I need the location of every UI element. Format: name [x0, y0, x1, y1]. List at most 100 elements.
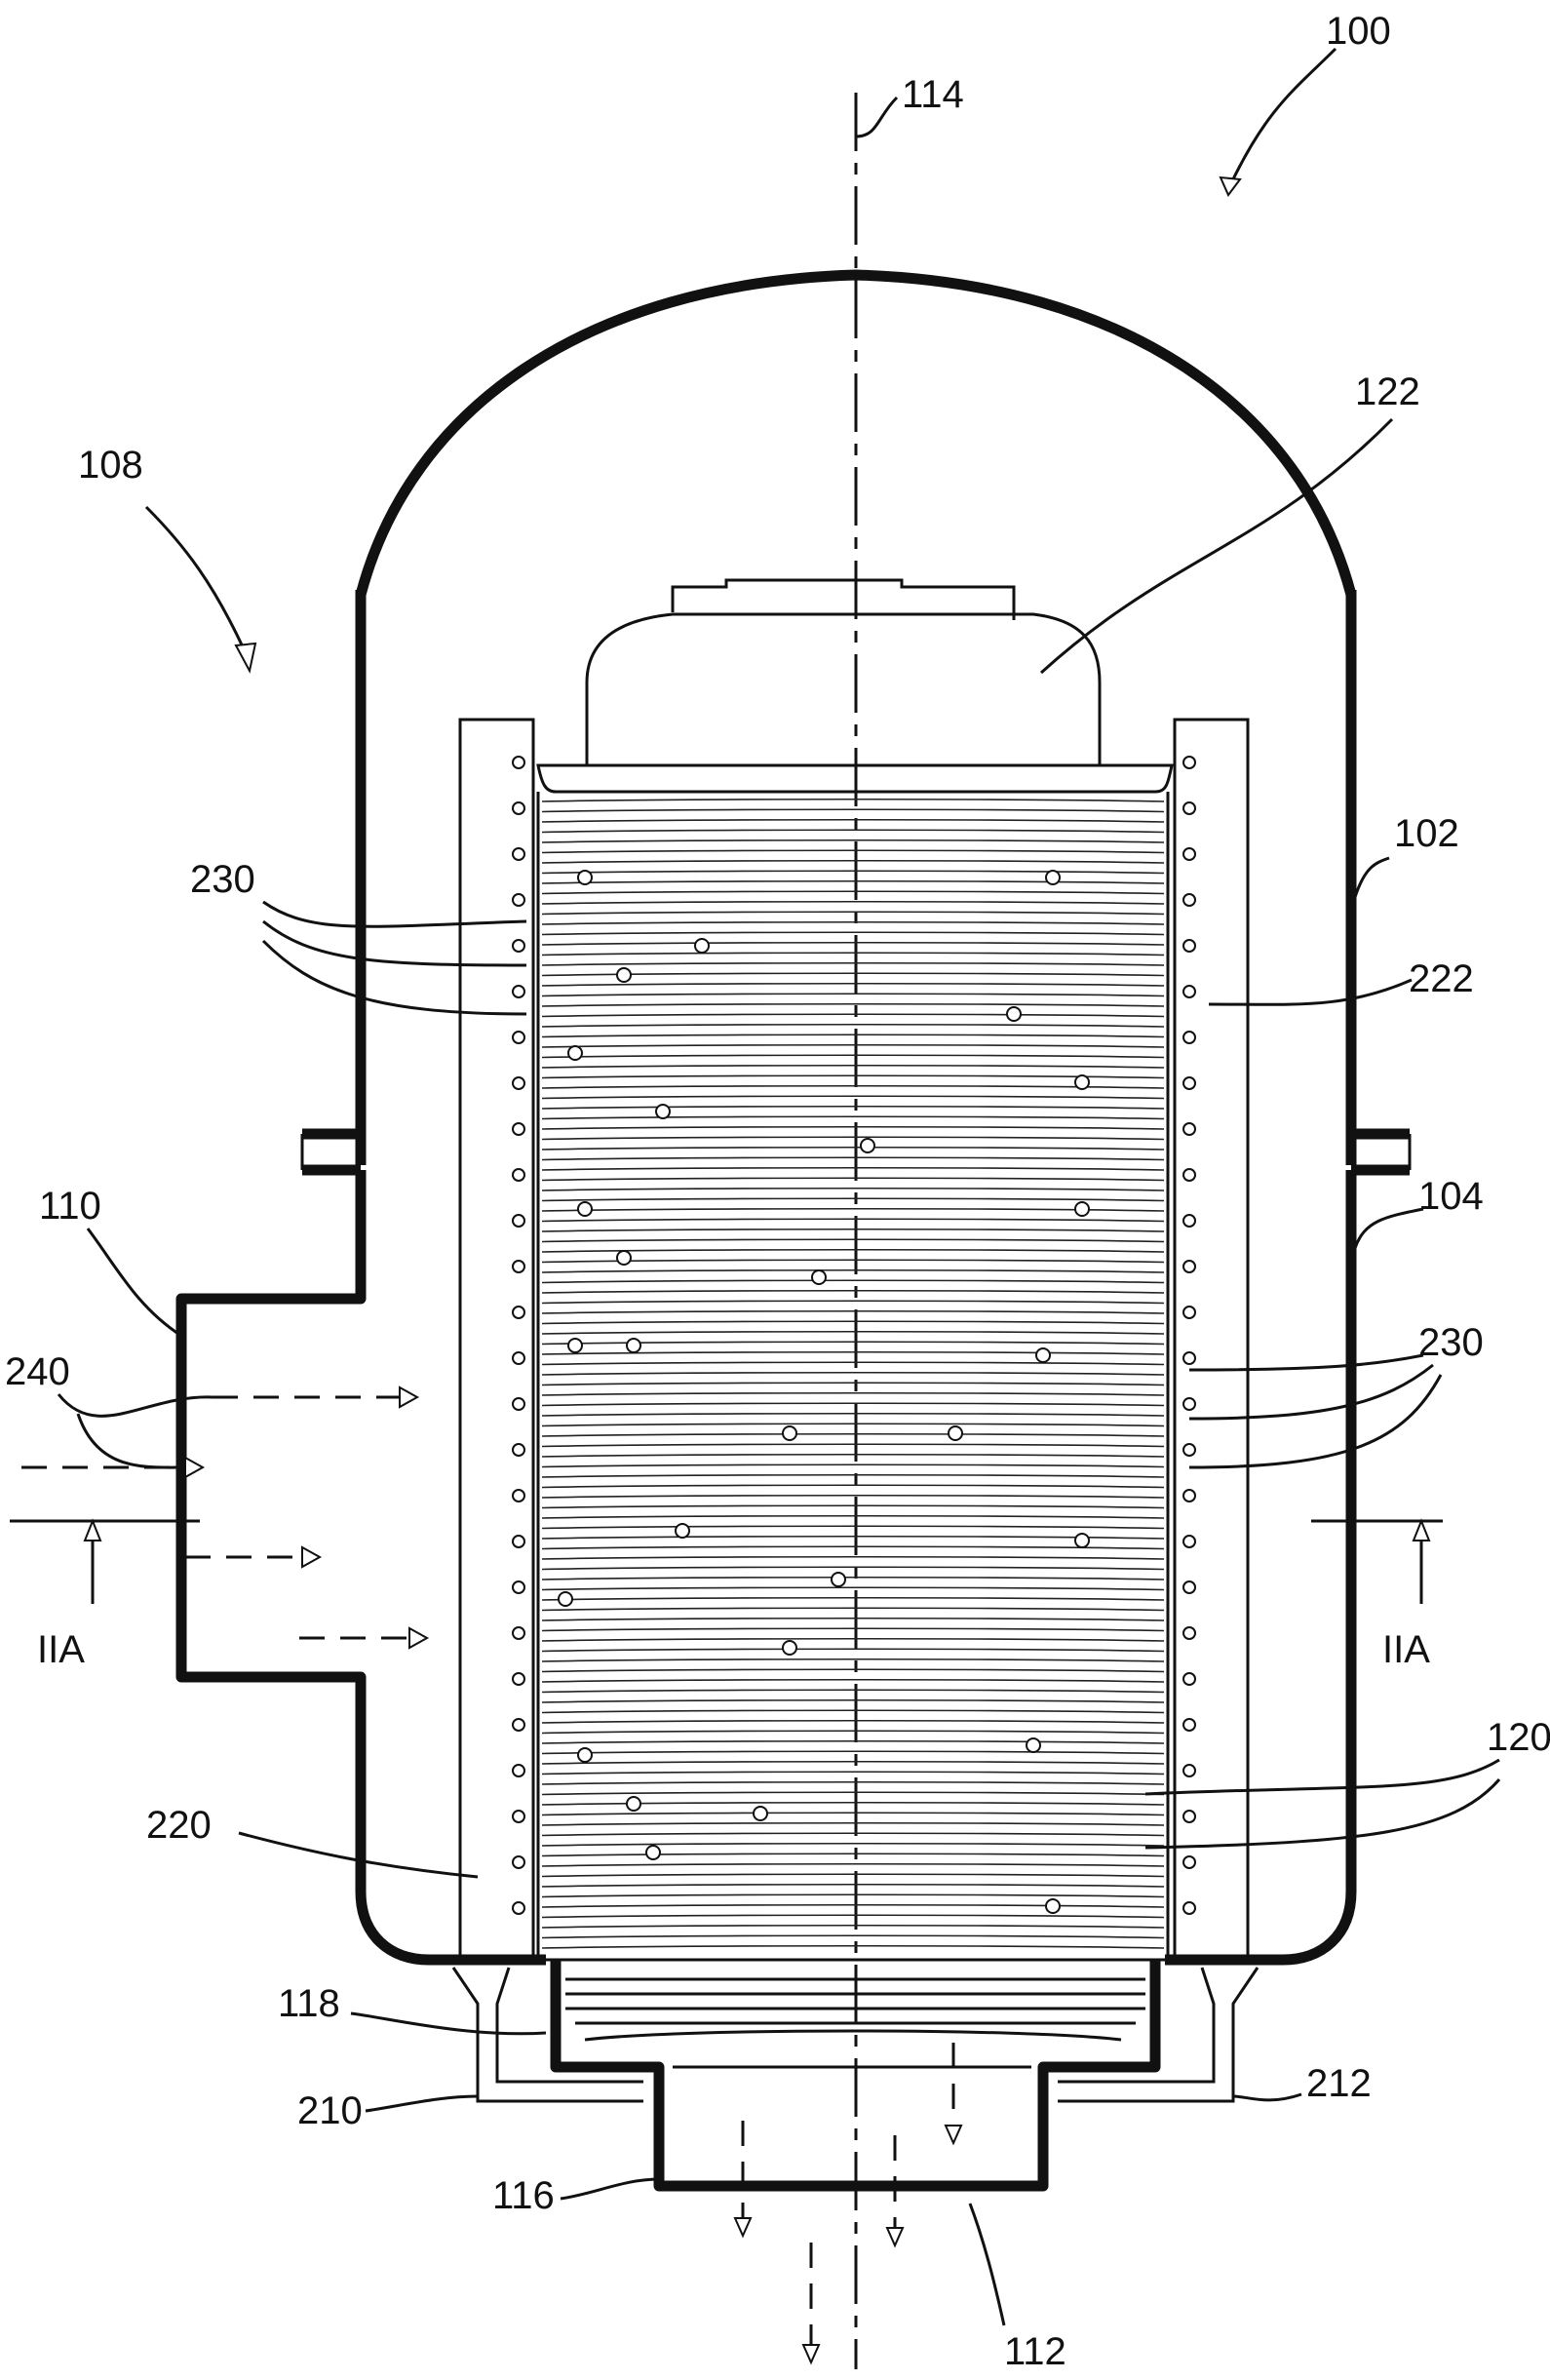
- pleat-line: [541, 798, 1165, 802]
- pleat-line: [541, 1555, 1165, 1560]
- pleat-line: [541, 1187, 1165, 1191]
- pleat-line: [541, 1330, 1165, 1335]
- pleat-line: [541, 1883, 1165, 1888]
- leader-lines: [57, 47, 1501, 2326]
- pleat-line: [541, 1627, 1165, 1632]
- sleeve-hole: [512, 847, 525, 861]
- sleeve-hole: [512, 1031, 525, 1044]
- sleeve-hole: [512, 985, 525, 998]
- pleat-line: [541, 1504, 1165, 1509]
- pleat-line: [541, 1944, 1165, 1949]
- sleeve-hole: [512, 801, 525, 815]
- debris-particle: [655, 1104, 671, 1119]
- pleat-line: [541, 1453, 1165, 1458]
- label-112: 112: [1004, 2330, 1066, 2373]
- pleat-line: [541, 1791, 1165, 1796]
- sleeve-hole: [1182, 1626, 1196, 1640]
- pleat-line: [541, 1105, 1165, 1110]
- outlet-flow-arrows: [733, 2043, 963, 2365]
- pleat-line: [541, 1637, 1165, 1642]
- right-sleeve: [1173, 718, 1250, 1962]
- sleeve-hole: [512, 1214, 525, 1228]
- sleeve-hole: [1182, 801, 1196, 815]
- label-118: 118: [278, 1982, 340, 2025]
- sleeve-hole: [512, 1718, 525, 1732]
- pleat-line: [541, 1678, 1165, 1683]
- pleat-line: [541, 1002, 1165, 1007]
- pleat-line: [541, 1893, 1165, 1898]
- pleat-line: [541, 1812, 1165, 1816]
- debris-particle: [645, 1845, 661, 1860]
- debris-particle: [1074, 1074, 1090, 1090]
- debris-particle: [860, 1138, 875, 1153]
- debris-particle: [626, 1338, 641, 1353]
- sleeve-hole: [512, 1901, 525, 1915]
- sleeve-hole: [512, 1076, 525, 1090]
- sleeve-hole: [1182, 1901, 1196, 1915]
- debris-particle: [1045, 1898, 1061, 1914]
- debris-particle: [577, 1747, 593, 1763]
- pleat-line: [541, 1238, 1165, 1243]
- debris-particle: [694, 938, 710, 954]
- debris-particle: [831, 1572, 846, 1587]
- left-sleeve: [458, 718, 535, 1962]
- debris-particle: [675, 1523, 690, 1539]
- pleat-line: [541, 931, 1165, 936]
- pleat-line: [541, 1279, 1165, 1284]
- sleeve-hole: [512, 1122, 525, 1136]
- pleat-line: [541, 870, 1165, 875]
- filter-media: [536, 792, 1170, 1960]
- right-sleeve-holes: [1182, 756, 1196, 1915]
- sleeve-hole: [1182, 1855, 1196, 1869]
- sleeve-hole: [512, 1351, 525, 1365]
- pleat-line: [541, 1832, 1165, 1837]
- pleat-line: [541, 941, 1165, 946]
- sleeve-hole: [1182, 1397, 1196, 1411]
- pleat-line: [541, 1924, 1165, 1929]
- pleat-line: [541, 1545, 1165, 1550]
- pleat-line: [541, 961, 1165, 966]
- housing-shell: [175, 269, 1412, 1966]
- debris-particle: [567, 1338, 583, 1353]
- label-122: 122: [1355, 371, 1420, 413]
- pleat-line: [541, 1371, 1165, 1376]
- sleeve-hole: [1182, 1306, 1196, 1319]
- label-104: 104: [1418, 1175, 1484, 1218]
- sleeve-hole: [1182, 939, 1196, 953]
- top-cap: [536, 578, 1174, 794]
- pleat-line: [541, 1146, 1165, 1151]
- pleat-line: [541, 1043, 1165, 1048]
- debris-particle: [1035, 1347, 1051, 1363]
- debris-particle: [567, 1045, 583, 1061]
- label-210: 210: [297, 2089, 363, 2132]
- sleeve-hole: [512, 1764, 525, 1777]
- pleat-line: [541, 982, 1165, 987]
- pleat-line: [541, 1034, 1165, 1038]
- pleat-line: [541, 1023, 1165, 1028]
- pleat-line: [541, 1473, 1165, 1478]
- section-line-right: [1311, 1518, 1443, 1604]
- sleeve-hole: [1182, 1489, 1196, 1502]
- pleat-line: [541, 1289, 1165, 1294]
- pleat-line: [541, 1268, 1165, 1273]
- debris-particle: [1074, 1533, 1090, 1548]
- sleeve-hole: [1182, 1535, 1196, 1548]
- pleat-line: [541, 1228, 1165, 1232]
- pleat-line: [541, 1320, 1165, 1325]
- pleat-line: [541, 952, 1165, 956]
- label-120: 120: [1487, 1716, 1550, 1759]
- pleat-line: [541, 1648, 1165, 1653]
- label-116: 116: [492, 2174, 555, 2217]
- sleeve-hole: [1182, 847, 1196, 861]
- debris-particle: [626, 1796, 641, 1812]
- sleeve-hole: [1182, 1351, 1196, 1365]
- sleeve-hole: [512, 939, 525, 953]
- sleeve-hole: [1182, 1718, 1196, 1732]
- debris-particle: [782, 1425, 797, 1441]
- pleat-line: [541, 1197, 1165, 1202]
- label-230-right: 230: [1418, 1321, 1484, 1364]
- left-sleeve-holes: [512, 756, 525, 1915]
- pleat-line: [541, 1771, 1165, 1775]
- bottom-end-cap: [546, 1958, 1165, 2192]
- reference-labels: 100 114 122 108 102 230 222 104 110 230 …: [5, 10, 1550, 2373]
